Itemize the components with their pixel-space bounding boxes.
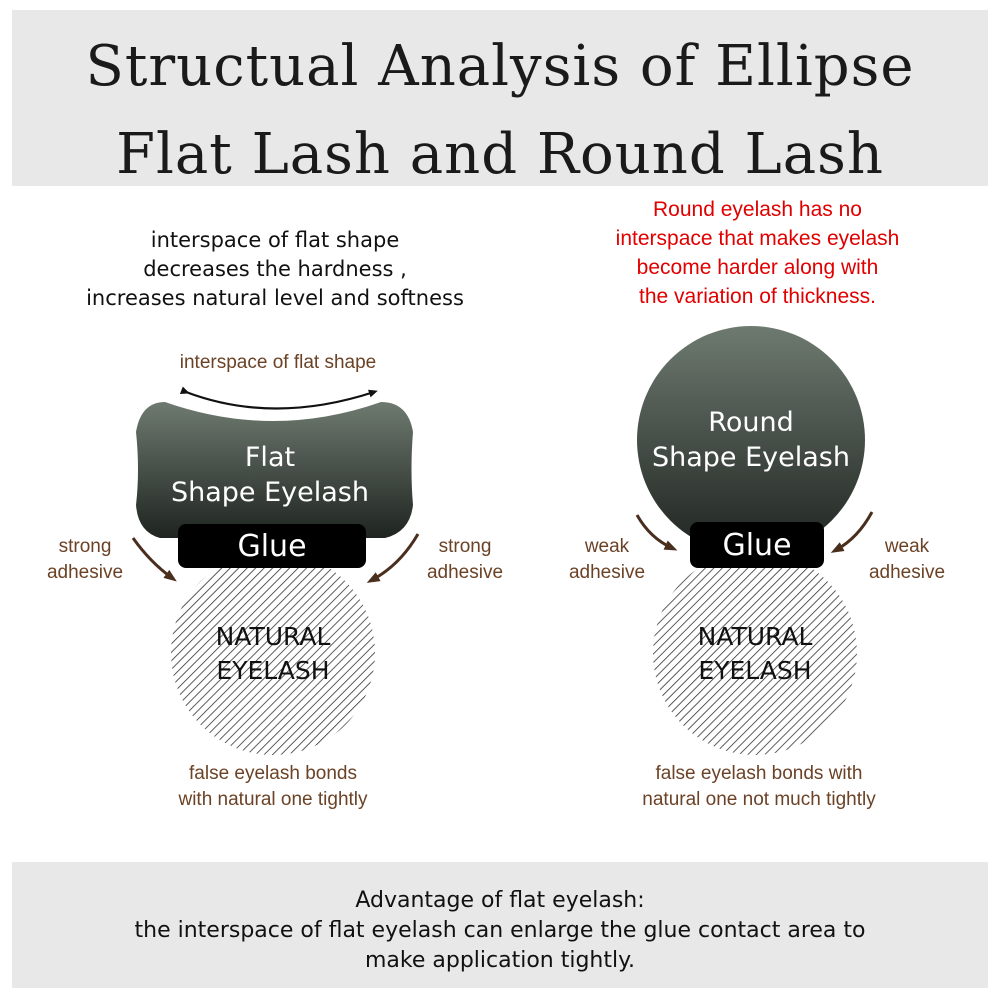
adhesive-label-line: weak [884,536,930,557]
strong-adhesive-right: strong adhesive [410,534,520,586]
round-description-line: Round eyelash has no [653,198,862,221]
natural-label-line: NATURAL [697,622,813,651]
adhesive-label-line: adhesive [46,562,124,583]
bond-text-line: false eyelash bonds [189,763,357,784]
advantage-line: the interspace of flat eyelash can enlar… [134,918,866,943]
flat-description-line: interspace of flat shape [150,228,400,252]
adhesive-label-line: strong [58,536,112,557]
natural-eyelash-label-right: NATURAL EYELASH [655,620,855,688]
round-description-line: the variation of thickness. [639,285,876,308]
title-line-1: Structual Analysis of Ellipse [85,34,915,99]
interspace-label: interspace of flat shape [179,352,377,373]
bond-text-line: with natural one tightly [178,789,368,810]
round-lash-label-line: Round [708,407,794,438]
weak-adhesive-left: weak adhesive [552,534,662,586]
bond-text-line: false eyelash bonds with [655,763,863,784]
round-lash-label: Round Shape Eyelash [636,405,866,475]
advantage-line: make application tightly. [364,948,635,973]
advantage-text: Advantage of flat eyelash: the interspac… [12,886,988,976]
round-bond-text: false eyelash bonds with natural one not… [600,761,918,813]
adhesive-label-line: weak [584,536,630,557]
natural-eyelash-circle-right [653,551,857,755]
round-lash-circle [637,326,865,554]
flat-lash-label-line: Shape Eyelash [170,477,369,508]
natural-eyelash-label-left: NATURAL EYELASH [173,620,373,688]
adhesive-arrow-left-2 [635,514,678,551]
adhesive-label-line: adhesive [868,562,946,583]
weak-adhesive-right: weak adhesive [852,534,962,586]
flat-description-line: decreases the hardness , [143,257,407,281]
adhesive-label-line: strong [438,536,492,557]
round-description-line: become harder along with [636,256,879,279]
natural-label-line: EYELASH [216,656,330,685]
adhesive-label-line: adhesive [426,562,504,583]
flat-bond-text: false eyelash bonds with natural one tig… [118,761,428,813]
flat-description: interspace of flat shape decreases the h… [40,226,510,313]
flat-lash-label-line: Flat [244,442,296,473]
natural-label-line: EYELASH [698,656,812,685]
title-line-2: Flat Lash and Round Lash [116,122,884,187]
flat-lash-shape [136,402,413,538]
adhesive-arrow-right-1 [366,533,420,583]
title-banner: Structual Analysis of Ellipse Flat Lash … [12,10,988,187]
adhesive-arrow-left-1 [131,537,177,582]
flat-lash-label: Flat Shape Eyelash [150,440,390,510]
natural-label-line: NATURAL [215,622,331,651]
glue-label-left: Glue [178,524,366,568]
interspace-arrow [179,386,378,410]
flat-description-line: increases natural level and softness [86,286,464,310]
adhesive-arrow-right-2 [830,511,874,553]
round-lash-label-line: Shape Eyelash [651,442,850,473]
adhesive-label-line: adhesive [568,562,646,583]
round-description: Round eyelash has no interspace that mak… [530,195,985,311]
natural-eyelash-circle-left [171,551,375,755]
advantage-heading: Advantage of flat eyelash: [355,888,645,913]
advantage-panel: Advantage of flat eyelash: the interspac… [12,862,988,988]
glue-label-right: Glue [690,522,824,568]
strong-adhesive-left: strong adhesive [30,534,140,586]
bond-text-line: natural one not much tightly [642,789,876,810]
round-description-line: interspace that makes eyelash [615,227,900,250]
